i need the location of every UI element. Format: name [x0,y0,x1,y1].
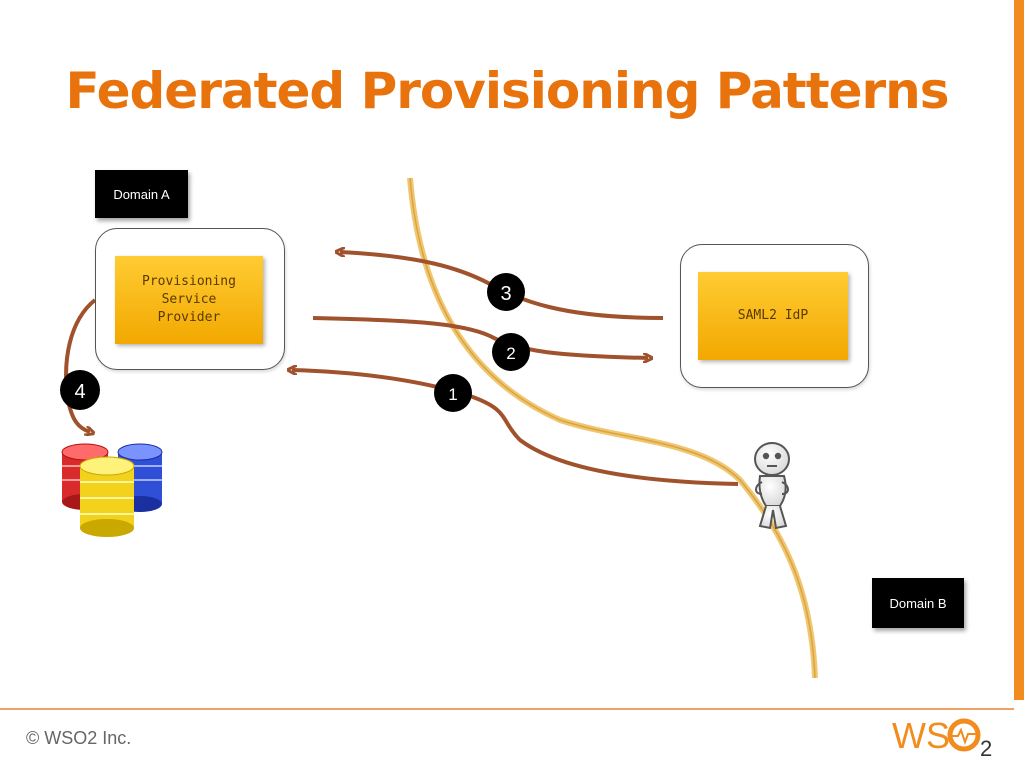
arrow-step-1 [292,370,739,486]
arrow-step-4 [64,298,95,432]
service-provider-label: Provisioning Service Provider [142,274,236,325]
copyright-text: © WSO2 Inc. [26,728,132,748]
footer-divider [0,708,1014,710]
arrow-step-2 [312,316,648,358]
idp-box: SAML2 IdP [698,272,848,360]
step-badge-4: 4 [60,370,100,410]
step-3-label: 3 [500,283,511,305]
step-badge-1: 1 [434,374,472,412]
step-4-label: 4 [74,381,85,403]
accent-bar [1014,0,1024,700]
idp-label: SAML2 IdP [737,308,809,323]
step-badge-2: 2 [492,333,530,371]
step-2-label: 2 [506,344,515,363]
domain-b-label: Domain B [872,578,964,628]
logo-subscript: 2 [980,736,992,761]
database-stack-icon [61,443,163,537]
step-badge-3: 3 [487,273,525,311]
step-1-label: 1 [448,385,457,404]
domain-a-label: Domain A [95,170,188,218]
service-provider-box: Provisioning Service Provider [115,256,263,344]
wso2-logo: WS 2 [892,715,992,761]
user-figure-icon [754,442,790,530]
logo-text: WS [892,715,950,756]
page-title: Federated Provisioning Patterns [65,62,949,120]
